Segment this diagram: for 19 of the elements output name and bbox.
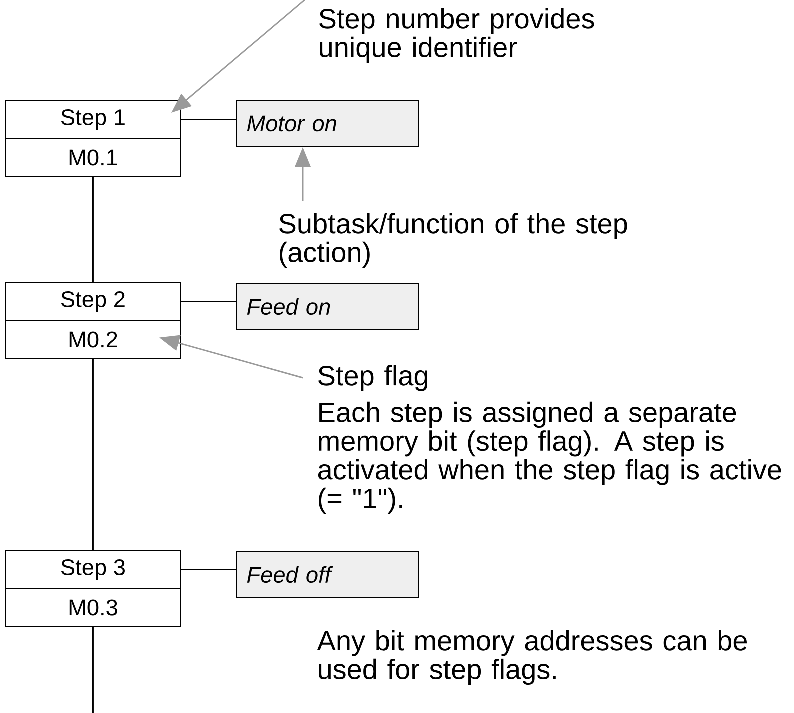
annotation-text: Step flag Each step is assigned a separate memory bit (step flag). A step is activated when the step flag is active (= "1"). [318,365,782,514]
connector-line [181,301,236,302]
action-box: Feed on [236,283,420,330]
annotation-text: Subtask/function of the step (action) [280,213,628,268]
action-box: Motor on [236,100,420,148]
connector-line [92,177,94,282]
step-flag-box: M0.2 [5,320,182,360]
annotation-text: Step number provides unique identifier [320,8,594,64]
step-flag-box: M0.1 [5,138,182,178]
connector-line [92,627,94,713]
connector-line [181,569,236,570]
note-text: Any bit memory addresses can be used for step flags. [317,630,748,686]
step-number-box: Step 1 [5,100,182,140]
action-box: Feed off [236,551,420,598]
connector-line [181,119,236,120]
connector-line [92,359,94,550]
step-number-box: Step 3 [5,550,182,590]
step-number-box: Step 2 [5,282,182,322]
step-flag-box: M0.3 [5,588,182,628]
